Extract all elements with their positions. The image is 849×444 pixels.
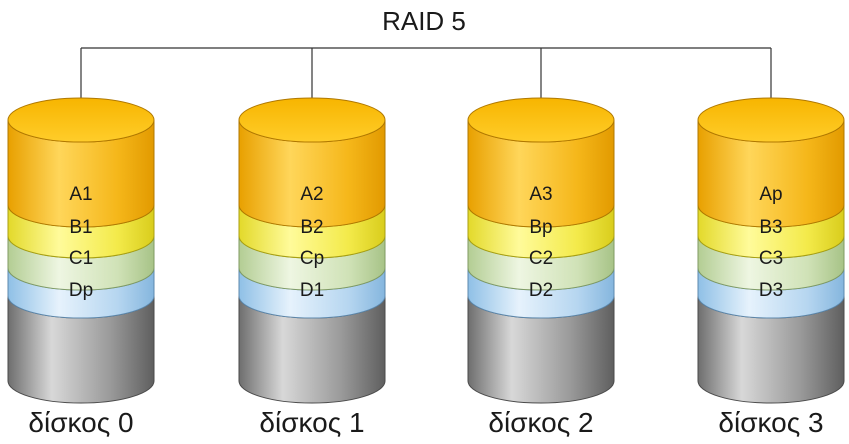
block-label: C1 xyxy=(69,248,93,269)
disk-label: δίσκος 2 xyxy=(488,407,593,438)
block-label: Bp xyxy=(529,217,552,238)
disk-top-cap xyxy=(7,97,155,143)
block-label: B2 xyxy=(300,217,323,238)
diagram-title: RAID 5 xyxy=(382,6,466,36)
block-label: A3 xyxy=(529,184,552,205)
disk-top-cap xyxy=(238,97,386,143)
block-label: Ap xyxy=(759,184,782,205)
block-label: A2 xyxy=(300,184,323,205)
block-label: C3 xyxy=(759,248,783,269)
block-label: D1 xyxy=(300,280,324,301)
block-label: B3 xyxy=(759,217,782,238)
disk-label: δίσκος 3 xyxy=(718,407,823,438)
block-label: Dp xyxy=(69,280,93,301)
disk-label: δίσκος 1 xyxy=(259,407,364,438)
block-label: D3 xyxy=(759,280,783,301)
block-label: D2 xyxy=(529,280,553,301)
disk-top-cap xyxy=(467,97,615,143)
block-label: A1 xyxy=(69,184,92,205)
block-label: C2 xyxy=(529,248,553,269)
block-label: B1 xyxy=(69,217,92,238)
block-label: Cp xyxy=(300,248,324,269)
disk-label: δίσκος 0 xyxy=(28,407,133,438)
connector-lines xyxy=(80,47,772,120)
disk-top-cap xyxy=(697,97,845,143)
